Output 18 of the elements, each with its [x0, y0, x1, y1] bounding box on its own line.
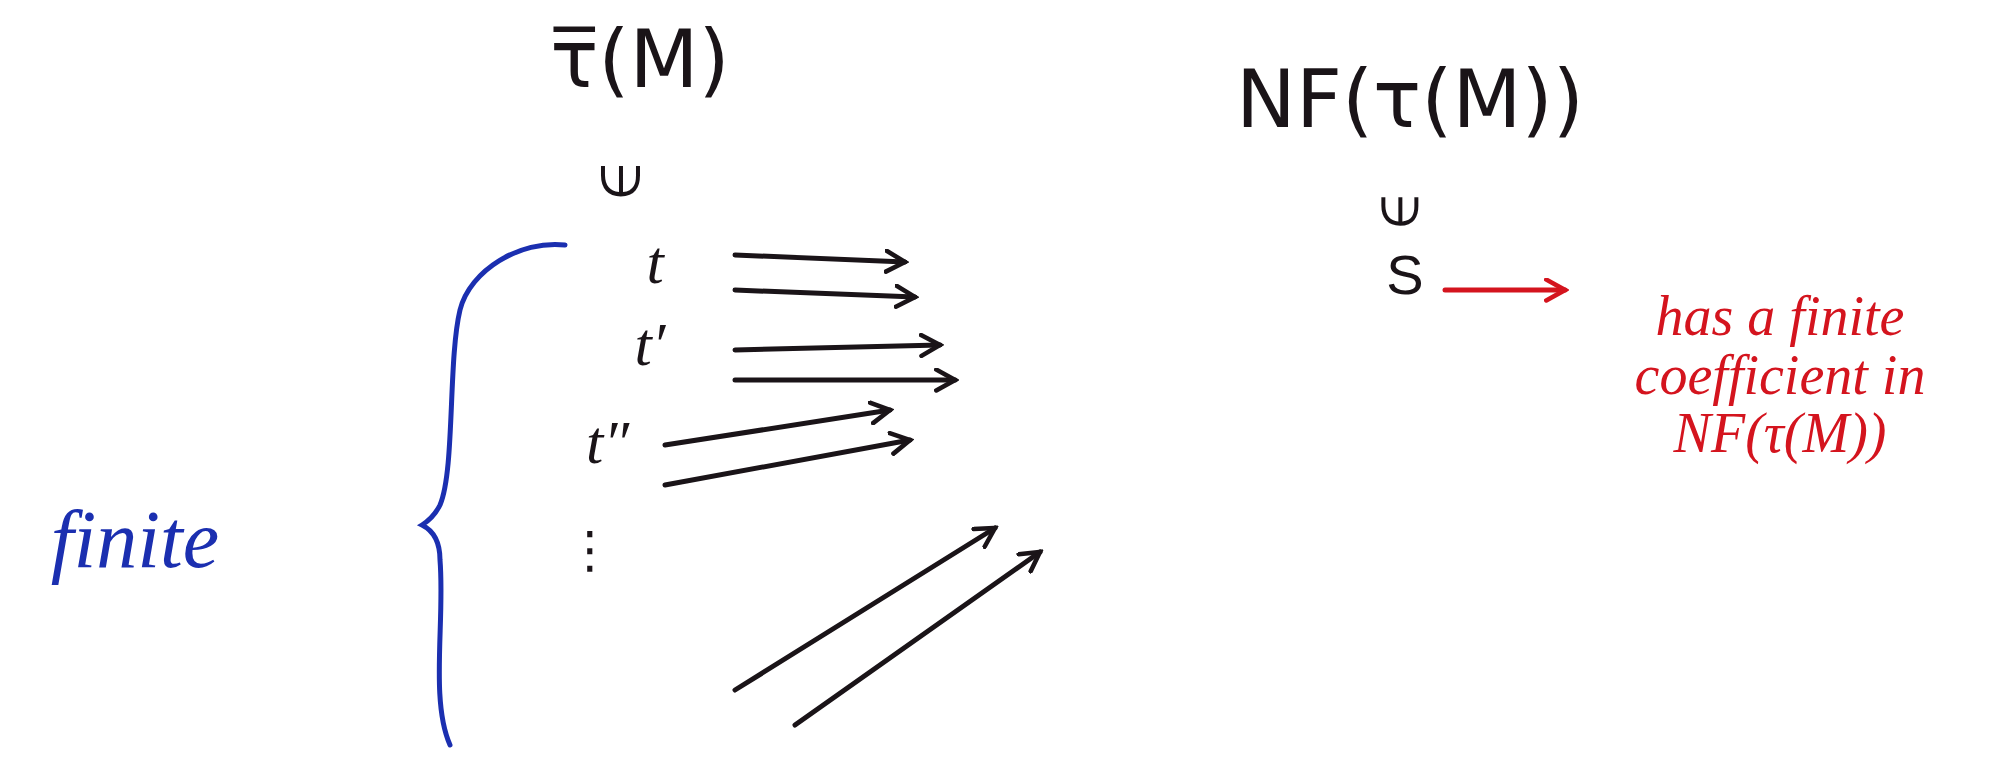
- brace-label: finite: [49, 492, 221, 587]
- arrow: [662, 400, 893, 448]
- arrow: [732, 332, 943, 359]
- arrow: [732, 367, 958, 393]
- term-label: t: [646, 229, 664, 296]
- arrow: [732, 248, 908, 274]
- math-expression: NF(τ(M)): [1235, 52, 1585, 148]
- term-label: t″: [585, 409, 630, 476]
- ellipsis-label: ⋮: [565, 523, 615, 577]
- arrow: [732, 283, 918, 309]
- term-label: S: [1386, 245, 1424, 305]
- term-label: t′: [634, 312, 666, 378]
- contains-symbol: ⟒: [1378, 170, 1422, 240]
- arrow: [1442, 277, 1568, 303]
- annotation-text: has a finite coefficient in NF(τ(M)): [1633, 286, 1927, 464]
- contains-symbol: ⟒: [596, 136, 644, 214]
- arrow: [662, 430, 913, 488]
- math-expression: τ̅(M): [549, 12, 731, 108]
